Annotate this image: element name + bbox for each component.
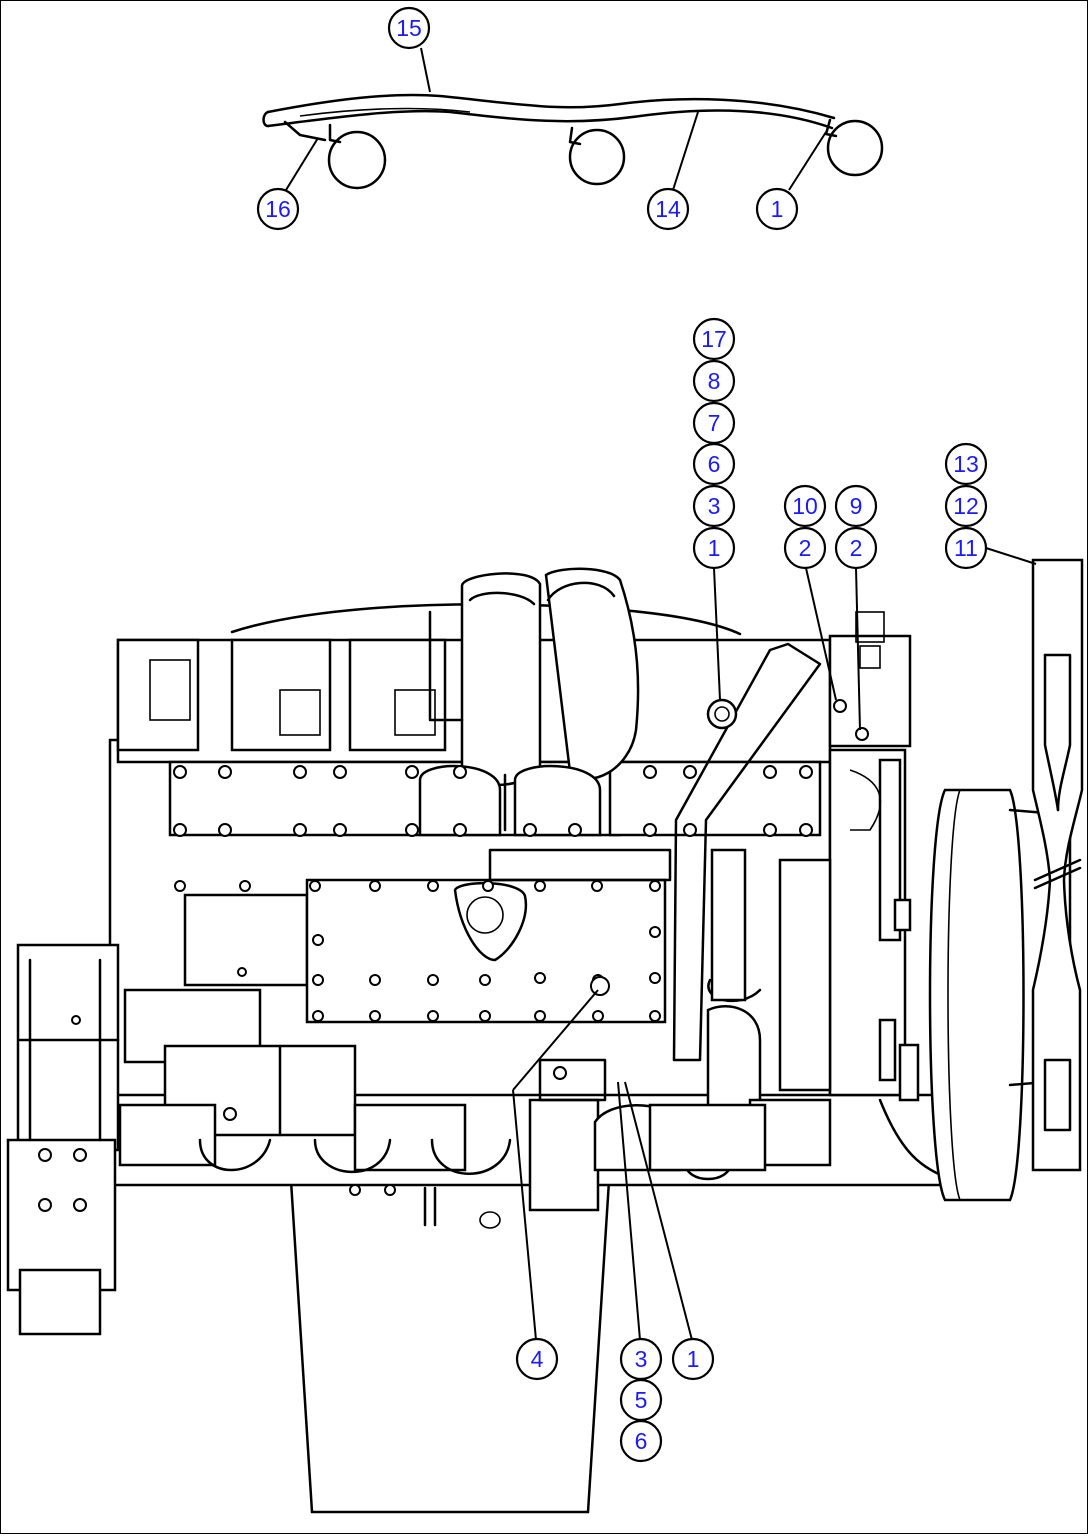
callout-label-15: 15 xyxy=(396,15,422,41)
callout-balloon-14[interactable] xyxy=(646,187,690,231)
oil-pan xyxy=(288,1163,612,1514)
turbocharger-right xyxy=(544,567,640,780)
callout-balloon-8[interactable] xyxy=(692,359,736,403)
callout-balloon-13[interactable] xyxy=(944,442,988,486)
callout-balloon-6-bottom[interactable] xyxy=(619,1419,663,1463)
callout-label-1-harness: 1 xyxy=(771,196,784,222)
callout-balloon-10[interactable] xyxy=(783,484,827,528)
callout-label-8: 8 xyxy=(708,368,721,394)
harness-connector-left xyxy=(327,130,387,190)
harness-detail xyxy=(262,93,884,190)
harness-connector-middle xyxy=(568,128,626,186)
callout-balloon-9[interactable] xyxy=(834,484,878,528)
callout-balloon-4[interactable] xyxy=(515,1337,559,1381)
callout-label-13: 13 xyxy=(953,451,979,477)
callout-label-1-top: 1 xyxy=(708,535,721,561)
callout-label-1-bottom: 1 xyxy=(687,1346,700,1372)
callout-balloon-16[interactable] xyxy=(256,187,300,231)
callout-balloons[interactable]: 15 16 14 1 17 8 7 6 3 1 10 2 9 xyxy=(256,6,988,1463)
leader-lines xyxy=(285,47,1037,1341)
fan-belt xyxy=(1031,558,1084,1172)
callout-label-16: 16 xyxy=(265,196,291,222)
callout-label-12: 12 xyxy=(953,493,979,519)
callout-balloon-17[interactable] xyxy=(692,317,736,361)
callout-label-2-right: 2 xyxy=(850,535,863,561)
harness-connector-right xyxy=(826,119,884,177)
engine-assembly xyxy=(6,558,1084,1514)
callout-balloon-1-top[interactable] xyxy=(692,526,736,570)
callout-label-5: 5 xyxy=(635,1387,648,1413)
callout-balloon-2-left[interactable] xyxy=(783,526,827,570)
callout-label-3-top: 3 xyxy=(708,493,721,519)
callout-label-9: 9 xyxy=(850,493,863,519)
callout-label-4: 4 xyxy=(531,1346,544,1372)
callout-label-6-bottom: 6 xyxy=(635,1428,648,1454)
bolt-pattern xyxy=(38,699,869,1212)
callout-label-17: 17 xyxy=(701,326,727,352)
callout-balloon-11[interactable] xyxy=(944,526,988,570)
callout-balloon-2-right[interactable] xyxy=(834,526,878,570)
sensor-port xyxy=(706,698,738,730)
callout-balloon-6-top[interactable] xyxy=(692,442,736,486)
callout-balloon-1-bottom[interactable] xyxy=(671,1337,715,1381)
callout-label-10: 10 xyxy=(792,493,818,519)
intake-pipe xyxy=(672,642,822,1062)
callout-balloon-1-harness[interactable] xyxy=(755,187,799,231)
turbocharger-left xyxy=(460,572,542,787)
crankshaft-pulley xyxy=(928,788,1025,1202)
callout-label-2-left: 2 xyxy=(799,535,812,561)
oil-filter xyxy=(528,1098,600,1212)
callout-balloon-3-top[interactable] xyxy=(692,484,736,528)
callout-label-7: 7 xyxy=(708,410,721,436)
callout-balloon-12[interactable] xyxy=(944,484,988,528)
callout-label-3-bottom: 3 xyxy=(635,1346,648,1372)
flywheel-housing xyxy=(16,943,120,1152)
callout-balloon-15[interactable] xyxy=(387,6,431,50)
callout-label-14: 14 xyxy=(655,196,681,222)
callout-label-6-top: 6 xyxy=(708,451,721,477)
callout-label-11: 11 xyxy=(954,535,978,561)
block-side-cover xyxy=(305,878,667,1024)
